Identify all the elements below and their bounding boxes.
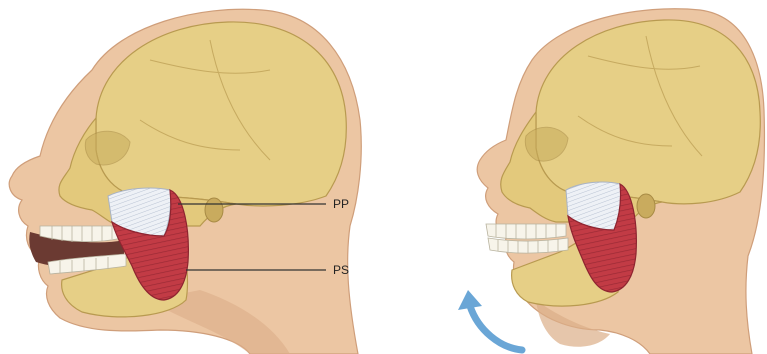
panel-mouth-closed — [458, 9, 764, 354]
curved-arrow-up-icon — [458, 290, 522, 350]
panel-mouth-open: PP PS — [9, 9, 361, 354]
label-ps: PS — [333, 263, 349, 277]
ear-canal-left — [205, 198, 223, 222]
ear-canal-right — [637, 194, 655, 218]
label-pp: PP — [333, 197, 349, 211]
